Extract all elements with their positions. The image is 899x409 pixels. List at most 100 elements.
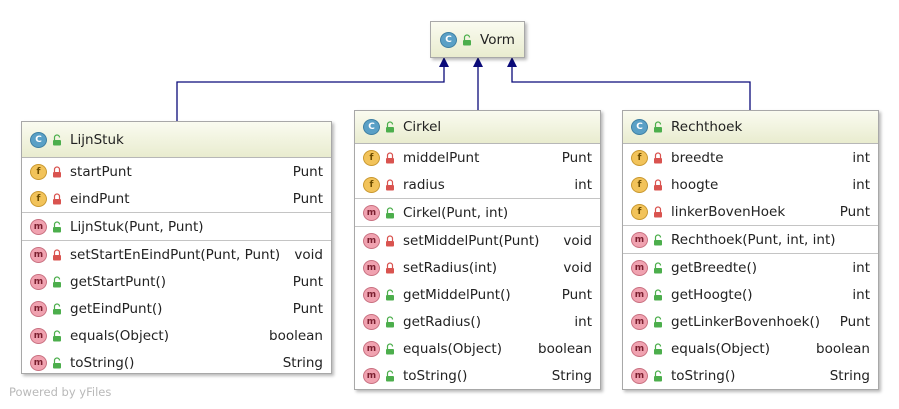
constructor-row[interactable]: m Cirkel(Punt, int) bbox=[355, 199, 600, 226]
class-icon: C bbox=[363, 119, 380, 135]
constructor-row[interactable]: m Rechthoek(Punt, int, int) bbox=[623, 226, 878, 253]
field-row[interactable]: f eindPunt Punt bbox=[22, 185, 331, 212]
class-lijnstuk[interactable]: C LijnStuk f startPunt Punt f eindPunt P… bbox=[21, 121, 332, 374]
member-type: boolean bbox=[538, 340, 592, 357]
method-icon: m bbox=[631, 259, 648, 276]
edge-arrowhead-lijnstuk bbox=[439, 57, 449, 67]
method-icon: m bbox=[631, 367, 648, 384]
member-type: boolean bbox=[269, 327, 323, 344]
member-name: hoogte bbox=[671, 176, 719, 193]
field-icon: f bbox=[631, 203, 648, 220]
method-icon: m bbox=[363, 367, 380, 384]
private-lock-icon bbox=[654, 205, 662, 217]
method-row[interactable]: m toString() String bbox=[623, 362, 878, 389]
public-lock-icon bbox=[53, 329, 61, 341]
field-icon: f bbox=[30, 163, 47, 180]
public-lock-icon bbox=[386, 121, 394, 133]
class-rechthoek[interactable]: C Rechthoek f breedte int f hoogte int f… bbox=[622, 110, 879, 390]
public-lock-icon bbox=[386, 342, 394, 354]
edge-lijnstuk-vorm bbox=[176, 62, 445, 121]
public-lock-icon bbox=[53, 220, 61, 232]
field-row[interactable]: f radius int bbox=[355, 171, 600, 198]
method-row[interactable]: m setStartEnEindPunt(Punt, Punt) void bbox=[22, 241, 331, 268]
method-icon: m bbox=[30, 218, 47, 235]
member-name: eindPunt bbox=[70, 190, 130, 207]
member-name: toString() bbox=[671, 367, 736, 384]
field-icon: f bbox=[631, 149, 648, 166]
method-row[interactable]: m getEindPunt() Punt bbox=[22, 295, 331, 322]
methods-section: m setMiddelPunt(Punt) void m setRadius(i… bbox=[355, 227, 600, 389]
member-type: int bbox=[852, 259, 870, 276]
method-row[interactable]: m getMiddelPunt() Punt bbox=[355, 281, 600, 308]
fields-section: f startPunt Punt f eindPunt Punt bbox=[22, 158, 331, 213]
member-type: Punt bbox=[292, 273, 323, 290]
method-row[interactable]: m equals(Object) boolean bbox=[22, 322, 331, 349]
method-row[interactable]: m equals(Object) boolean bbox=[623, 335, 878, 362]
member-name: getRadius() bbox=[403, 313, 481, 330]
constructors-section: m Rechthoek(Punt, int, int) bbox=[623, 226, 878, 254]
method-row[interactable]: m equals(Object) boolean bbox=[355, 335, 600, 362]
class-vorm-header: C Vorm bbox=[431, 22, 524, 57]
member-name: startPunt bbox=[70, 163, 132, 180]
methods-section: m setStartEnEindPunt(Punt, Punt) void m … bbox=[22, 241, 331, 376]
member-name: Cirkel(Punt, int) bbox=[403, 204, 509, 221]
member-type: Punt bbox=[839, 203, 870, 220]
member-name: linkerBovenHoek bbox=[671, 203, 786, 220]
member-type: String bbox=[551, 367, 592, 384]
member-name: toString() bbox=[403, 367, 468, 384]
fields-section: f breedte int f hoogte int f linkerBoven… bbox=[623, 144, 878, 226]
public-lock-icon bbox=[463, 33, 472, 45]
method-icon: m bbox=[363, 232, 380, 249]
member-type: int bbox=[852, 286, 870, 303]
member-name: getHoogte() bbox=[671, 286, 753, 303]
public-lock-icon bbox=[654, 369, 662, 381]
method-row[interactable]: m getRadius() int bbox=[355, 308, 600, 335]
member-name: getStartPunt() bbox=[70, 273, 166, 290]
public-lock-icon bbox=[386, 206, 394, 218]
method-icon: m bbox=[363, 313, 380, 330]
public-lock-icon bbox=[53, 356, 61, 368]
public-lock-icon bbox=[53, 275, 61, 287]
member-type: Punt bbox=[561, 149, 592, 166]
field-row[interactable]: f startPunt Punt bbox=[22, 158, 331, 185]
class-icon: C bbox=[631, 119, 648, 135]
constructors-section: m Cirkel(Punt, int) bbox=[355, 199, 600, 227]
field-row[interactable]: f middelPunt Punt bbox=[355, 144, 600, 171]
method-row[interactable]: m getHoogte() int bbox=[623, 281, 878, 308]
private-lock-icon bbox=[386, 178, 394, 190]
method-row[interactable]: m toString() String bbox=[355, 362, 600, 389]
class-vorm[interactable]: C Vorm bbox=[430, 21, 525, 58]
field-icon: f bbox=[363, 176, 380, 193]
method-row[interactable]: m getStartPunt() Punt bbox=[22, 268, 331, 295]
edge-rechthoek-vorm bbox=[511, 62, 751, 110]
constructors-section: m LijnStuk(Punt, Punt) bbox=[22, 213, 331, 241]
field-icon: f bbox=[631, 176, 648, 193]
member-name: radius bbox=[403, 176, 445, 193]
method-row[interactable]: m getBreedte() int bbox=[623, 254, 878, 281]
member-type: void bbox=[294, 246, 323, 263]
member-name: setStartEnEindPunt(Punt, Punt) bbox=[70, 246, 281, 263]
member-type: int bbox=[574, 176, 592, 193]
method-icon: m bbox=[363, 286, 380, 303]
class-cirkel-header: C Cirkel bbox=[355, 111, 600, 144]
constructor-row[interactable]: m LijnStuk(Punt, Punt) bbox=[22, 213, 331, 240]
method-row[interactable]: m setRadius(int) void bbox=[355, 254, 600, 281]
field-row[interactable]: f breedte int bbox=[623, 144, 878, 171]
class-cirkel[interactable]: C Cirkel f middelPunt Punt f radius int … bbox=[354, 110, 601, 390]
class-icon: C bbox=[440, 31, 458, 48]
private-lock-icon bbox=[654, 151, 662, 163]
member-type: Punt bbox=[561, 286, 592, 303]
member-name: getEindPunt() bbox=[70, 300, 163, 317]
field-row[interactable]: f linkerBovenHoek Punt bbox=[623, 198, 878, 225]
member-type: void bbox=[563, 232, 592, 249]
member-name: toString() bbox=[70, 354, 135, 371]
method-row[interactable]: m getLinkerBovenhoek() Punt bbox=[623, 308, 878, 335]
public-lock-icon bbox=[386, 315, 394, 327]
method-row[interactable]: m setMiddelPunt(Punt) void bbox=[355, 227, 600, 254]
method-row[interactable]: m toString() String bbox=[22, 349, 331, 376]
edge-arrowhead-cirkel bbox=[473, 57, 483, 67]
field-row[interactable]: f hoogte int bbox=[623, 171, 878, 198]
member-type: void bbox=[563, 259, 592, 276]
member-name: equals(Object) bbox=[671, 340, 770, 357]
member-type: int bbox=[574, 313, 592, 330]
